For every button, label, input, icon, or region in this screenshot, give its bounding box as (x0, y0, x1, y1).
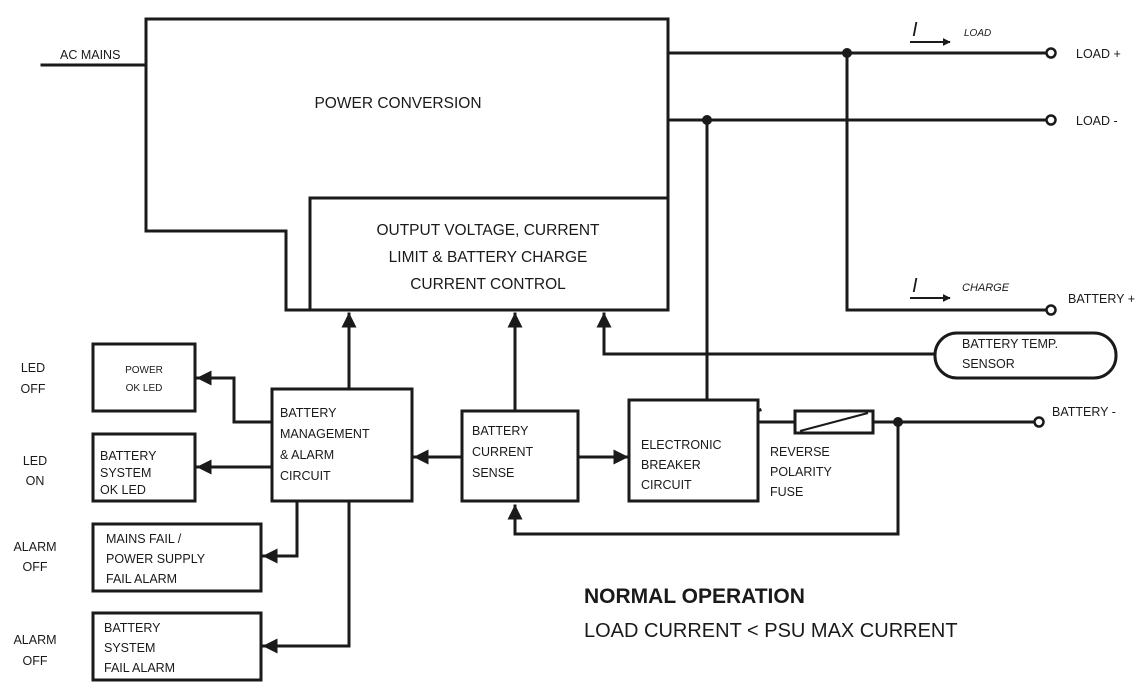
management-line-1: BATTERY (280, 406, 337, 420)
battery-plus-terminal (1045, 304, 1057, 316)
i-load-subscript: LOAD (964, 28, 991, 39)
battery-minus-terminal (1033, 416, 1045, 428)
i-charge-symbol: I (912, 275, 918, 297)
to-battery-fail-alarm-arrow (262, 499, 351, 654)
power-ok-led-block (91, 342, 197, 413)
current-sense-line-3: SENSE (472, 466, 514, 480)
power-ok-led-line-1: POWER (125, 365, 163, 376)
status-mains-fail-line-1: ALARM (13, 540, 56, 554)
status-battery-fail-line-1: ALARM (13, 633, 56, 647)
current-feedback-arrow (507, 420, 900, 536)
caption-title: NORMAL OPERATION (584, 585, 805, 608)
mains-fail-alarm-block (91, 522, 263, 593)
fuse-label-line-3: FUSE (770, 485, 803, 499)
fuse-label-line-2: POLARITY (770, 465, 832, 479)
battery-management-block (270, 387, 414, 503)
breaker-line-1: ELECTRONIC (641, 438, 722, 452)
output-control-line-2: LIMIT & BATTERY CHARGE (389, 249, 588, 266)
power-conversion-label: POWER CONVERSION (314, 95, 481, 112)
battery-ok-led-line-3: OK LED (100, 483, 146, 497)
i-load-symbol: I (912, 19, 918, 41)
load-minus-terminal (1045, 114, 1057, 126)
status-power-ok-line-1: LED (21, 361, 45, 375)
management-line-3: & ALARM (280, 448, 334, 462)
management-line-4: CIRCUIT (280, 469, 331, 483)
status-battery-ok-line-2: ON (26, 474, 45, 488)
battery-fail-line-3: FAIL ALARM (104, 661, 175, 675)
breaker-line-2: BREAKER (641, 458, 701, 472)
mains-fail-line-1: MAINS FAIL / (106, 532, 182, 546)
to-mains-fail-alarm-arrow (262, 499, 299, 564)
output-control-line-3: CURRENT CONTROL (410, 276, 566, 293)
status-battery-ok-line-1: LED (23, 454, 47, 468)
status-power-ok-line-2: OFF (21, 382, 46, 396)
load-plus-terminal (1045, 47, 1057, 59)
mains-fail-line-2: POWER SUPPLY (106, 552, 206, 566)
ac-mains-label: AC MAINS (60, 48, 120, 62)
load-minus-drop-wire (705, 118, 732, 424)
to-power-ok-led-arrow (196, 370, 274, 424)
battery-minus-label: BATTERY - (1052, 405, 1116, 419)
fuse-element (799, 412, 869, 432)
battery-temp-sensor-line-1: BATTERY TEMP. (962, 337, 1058, 351)
fuse-label-line-1: REVERSE (770, 445, 830, 459)
power-ok-led-line-2: OK LED (126, 383, 163, 394)
i-charge-subscript: CHARGE (962, 282, 1010, 294)
status-mains-fail-line-2: OFF (23, 560, 48, 574)
battery-plus-wire (845, 51, 1049, 312)
output-control-line-1: OUTPUT VOLTAGE, CURRENT (376, 222, 600, 239)
battery-ok-led-line-2: SYSTEM (100, 466, 151, 480)
load-minus-label: LOAD - (1076, 114, 1118, 128)
current-sense-line-2: CURRENT (472, 445, 533, 459)
load-plus-label: LOAD + (1076, 47, 1121, 61)
battery-system-ok-led-block (91, 432, 197, 503)
battery-fail-line-2: SYSTEM (104, 641, 155, 655)
status-battery-fail-line-2: OFF (23, 654, 48, 668)
temp-sensor-to-control-arrow (596, 312, 937, 356)
battery-system-fail-alarm-block (91, 611, 263, 682)
breaker-line-3: CIRCUIT (641, 478, 692, 492)
output-control-block (308, 196, 670, 312)
current-sense-line-1: BATTERY (472, 424, 529, 438)
mains-fail-line-3: FAIL ALARM (106, 572, 177, 586)
battery-fail-line-1: BATTERY (104, 621, 161, 635)
caption-subtitle: LOAD CURRENT < PSU MAX CURRENT (584, 620, 958, 642)
battery-ok-led-line-1: BATTERY (100, 449, 157, 463)
electronic-breaker-block (627, 398, 760, 503)
battery-temp-sensor-line-2: SENSOR (962, 357, 1015, 371)
battery-current-sense-block (460, 409, 580, 503)
management-line-2: MANAGEMENT (280, 427, 370, 441)
battery-plus-label: BATTERY + (1068, 292, 1135, 306)
